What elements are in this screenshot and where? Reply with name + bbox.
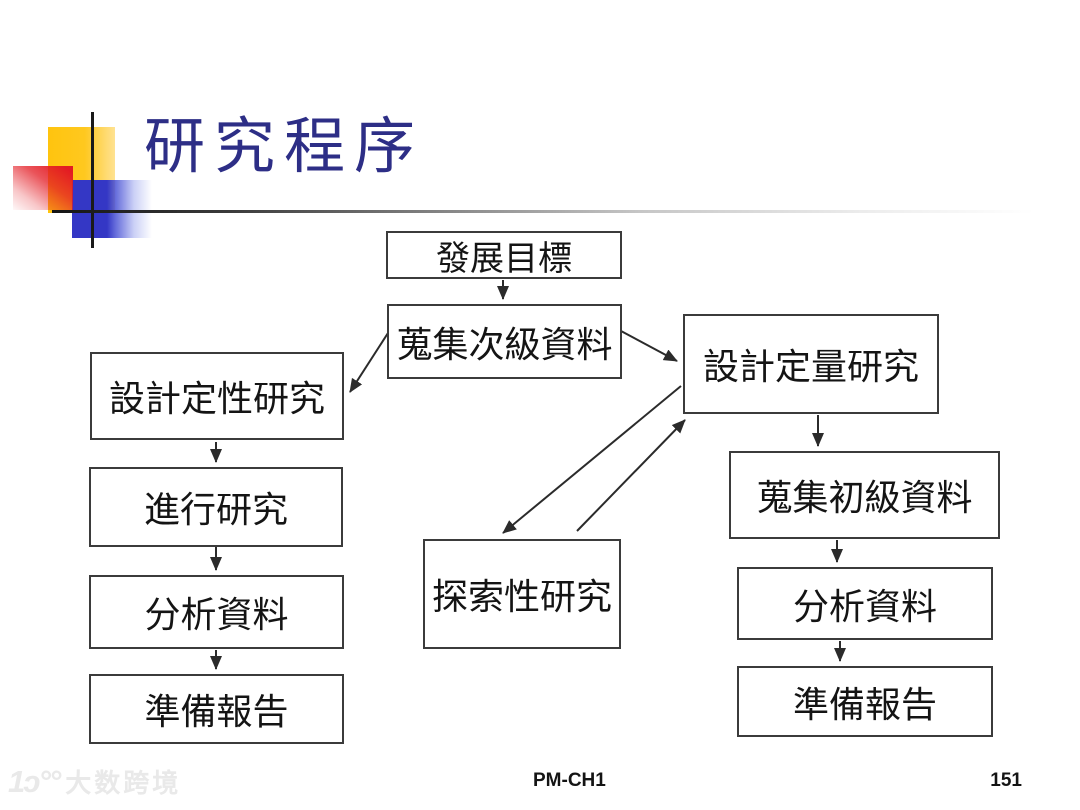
arrow-secondary-to-quantitative bbox=[620, 330, 678, 362]
node-conduct-research: 進行研究 bbox=[89, 467, 343, 547]
arrow-secondary-to-qualitative bbox=[349, 332, 389, 393]
node-analyze-data-left: 分析資料 bbox=[89, 575, 344, 649]
node-design-quantitative-research: 設計定量研究 bbox=[683, 314, 939, 414]
node-prepare-report-right: 準備報告 bbox=[737, 666, 993, 737]
node-collect-primary-data: 蒐集初級資料 bbox=[729, 451, 1000, 539]
node-exploratory-research: 探索性研究 bbox=[423, 539, 621, 649]
node-prepare-report-left: 準備報告 bbox=[89, 674, 344, 744]
decoration-blue-square bbox=[72, 180, 152, 238]
decoration-vertical-line bbox=[91, 112, 94, 248]
watermark-logo-icon: 1ɔ°° bbox=[8, 764, 61, 799]
arrow-quantitative-to-exploratory bbox=[502, 385, 682, 534]
footer-course-code: PM-CH1 bbox=[533, 770, 606, 791]
watermark: 1ɔ°° 大数跨境 bbox=[8, 763, 181, 800]
node-analyze-data-right: 分析資料 bbox=[737, 567, 993, 640]
watermark-brand-text: 大数跨境 bbox=[65, 768, 182, 798]
title-underline bbox=[52, 210, 1065, 213]
footer-page-number: 151 bbox=[990, 770, 1022, 791]
node-design-qualitative-research: 設計定性研究 bbox=[90, 352, 344, 440]
node-develop-objectives: 發展目標 bbox=[386, 231, 622, 279]
node-collect-secondary-data: 蒐集次級資料 bbox=[387, 304, 622, 379]
slide-title: 研究程序 bbox=[144, 114, 425, 181]
arrow-exploratory-to-quantitative bbox=[576, 419, 686, 532]
decoration-red-square bbox=[13, 166, 73, 210]
